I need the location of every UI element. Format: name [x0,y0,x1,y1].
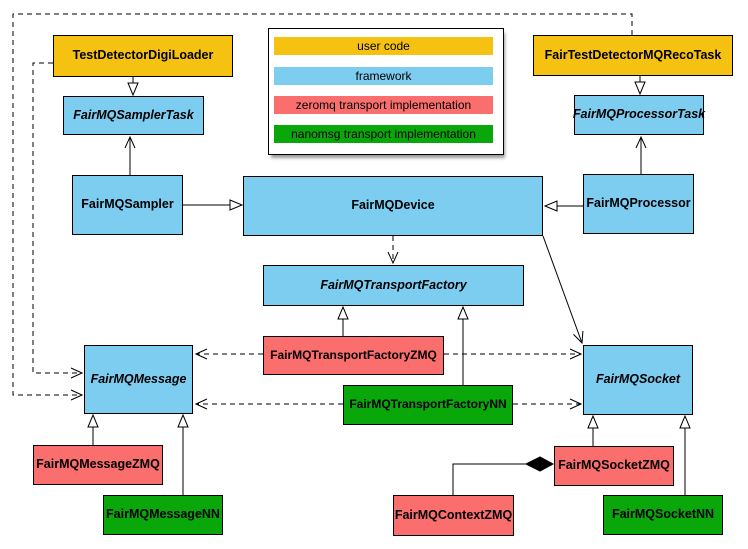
legend-item-user-code: user code [274,37,493,55]
class-fairmqtransportfactorynn: FairMQTransportFactoryNN [343,385,513,425]
legend: user code framework zeromq transport imp… [268,28,504,155]
edge-contextzmq-socketzmq [452,463,527,495]
composition-diamond [524,456,555,472]
class-testdetectordigiloader: TestDetectorDigiLoader [53,35,233,77]
class-fairtestdetectormqrecotask: FairTestDetectorMQRecoTask [533,35,733,76]
class-fairmqtransportfactoryzmq: FairMQTransportFactoryZMQ [263,336,444,375]
edge-recotask-message [12,13,633,395]
class-fairmqsamplertask: FairMQSamplerTask [63,96,204,135]
legend-item-zeromq: zeromq transport implementation [274,96,493,114]
legend-item-nanomsg: nanomsg transport implementation [274,125,493,143]
class-fairmqmessage: FairMQMessage [84,345,193,414]
class-fairmqdevice: FairMQDevice [243,176,543,236]
legend-item-framework: framework [274,67,493,85]
class-fairmqprocessor: FairMQProcessor [583,174,694,234]
class-fairmqmessagenn: FairMQMessageNN [103,495,223,535]
class-fairmqsocketnn: FairMQSocketNN [603,495,723,535]
class-fairmqsocketzmq: FairMQSocketZMQ [554,446,674,486]
edge-digiloader-message [32,62,82,373]
class-fairmqprocessortask: FairMQProcessorTask [573,95,705,135]
edge-device-socket [542,235,582,343]
class-fairmqcontextzmq: FairMQContextZMQ [393,495,514,536]
class-fairmqtransportfactory: FairMQTransportFactory [263,265,524,306]
class-fairmqsampler: FairMQSampler [72,175,183,235]
class-fairmqmessagezmq: FairMQMessageZMQ [33,445,163,485]
class-fairmqsocket: FairMQSocket [583,345,693,415]
